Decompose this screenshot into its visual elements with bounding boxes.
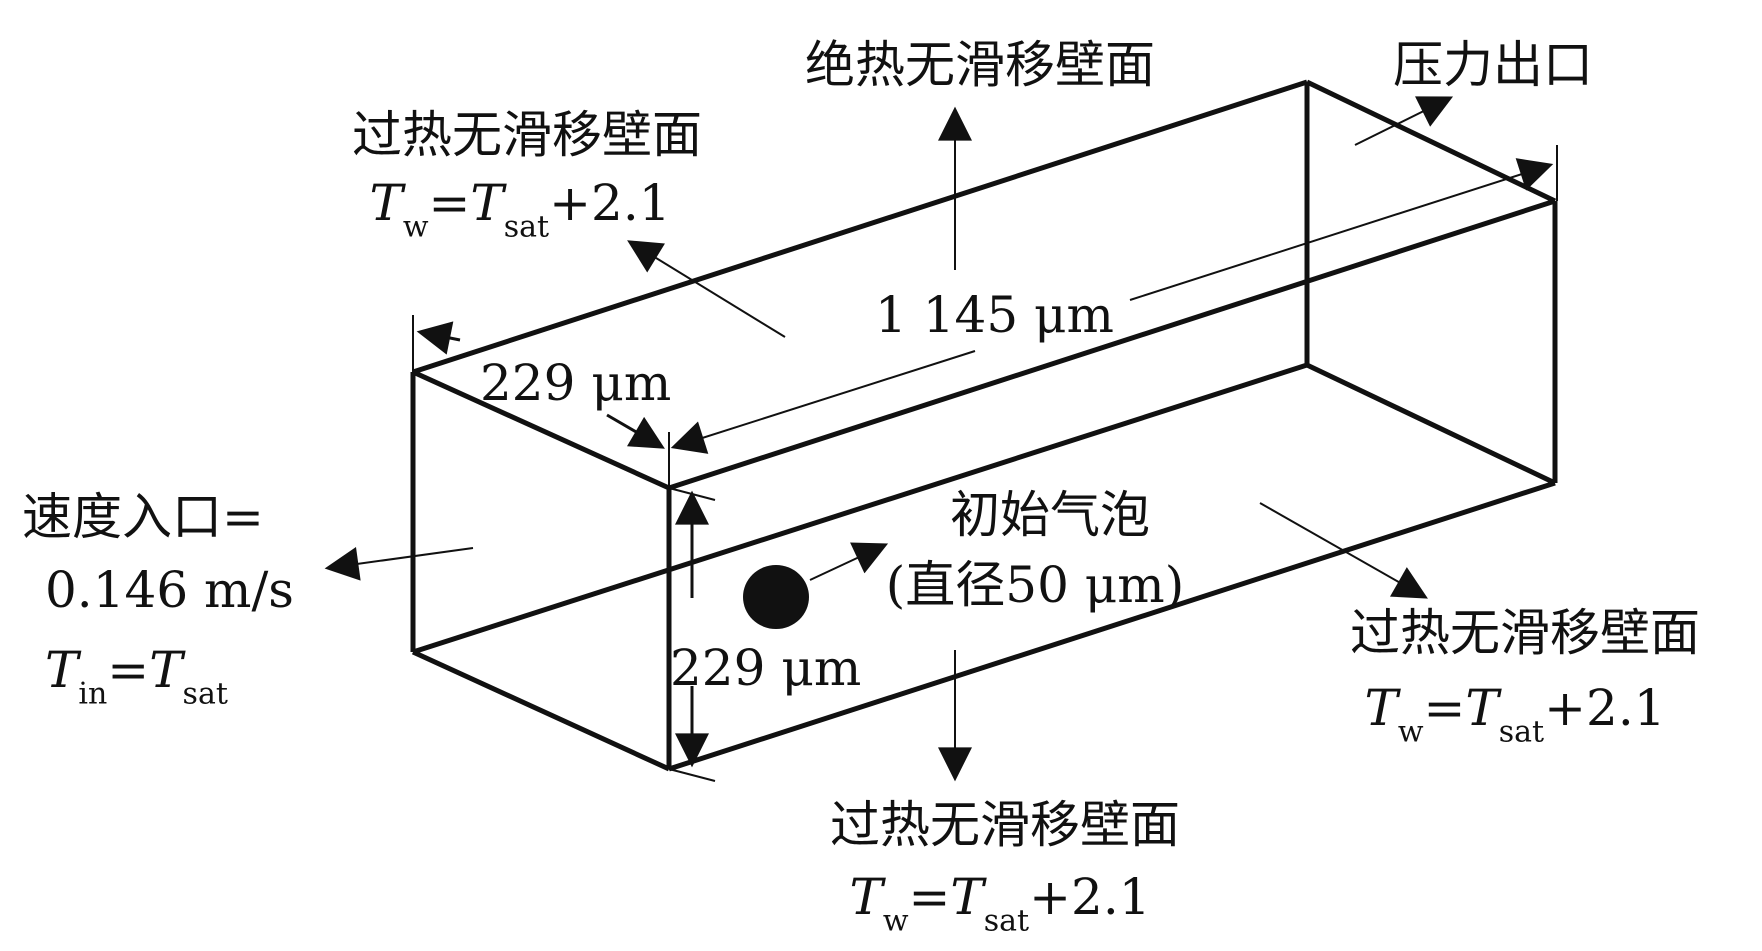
side-wall-left-equation: Tw=Tsat+2.1: [369, 174, 671, 245]
inlet-equation: Tin=Tsat: [45, 641, 228, 712]
side-wall-left-title: 过热无滑移壁面: [352, 106, 702, 164]
outlet-label: 压力出口: [1393, 36, 1593, 94]
inlet-line1: 速度入口=: [22, 488, 264, 546]
box-edge-bottom-front-long: [668, 480, 1556, 772]
dim-width-label: 229 μm: [480, 354, 672, 412]
dim-width-arrow-2: [606, 413, 665, 449]
arrow-bubble: [809, 542, 889, 581]
box-edge-top-front-short: [411, 369, 671, 491]
dim-height-tick-bottom: [668, 768, 716, 782]
inlet-line2: 0.146 m/s: [45, 561, 294, 619]
bubble-label-line2: (直径50 μm): [885, 556, 1185, 614]
dim-length-line-right: [1129, 158, 1554, 301]
dim-height-label: 229 μm: [670, 639, 862, 697]
arrow-inlet: [324, 546, 474, 581]
leader-arrows: [324, 96, 1454, 782]
box-edge-hidden-bottom-right: [1305, 362, 1557, 486]
bottom-wall-equation: Tw=Tsat+2.1: [849, 868, 1151, 939]
box-edge-top-left-long: [412, 79, 1308, 375]
top-wall-label: 绝热无滑移壁面: [805, 36, 1155, 94]
box-edge-top-right-short: [1305, 79, 1557, 204]
side-wall-right-equation: Tw=Tsat+2.1: [1364, 679, 1666, 750]
channel-box: [410, 79, 1558, 772]
dim-length-line-left: [670, 350, 976, 454]
dimension-lines: [412, 145, 1558, 782]
dim-length-label: 1 145 μm: [875, 286, 1114, 344]
box-edge-hidden-bottom-long: [412, 362, 1308, 655]
initial-bubble: [743, 565, 809, 629]
arrow-outlet: [1354, 96, 1454, 146]
arrow-side-wall-right: [1259, 502, 1428, 599]
box-edge-bottom-front-short: [411, 649, 671, 772]
side-wall-right-title: 过热无滑移壁面: [1350, 604, 1700, 662]
box-edge-top-front-long: [668, 198, 1556, 491]
bottom-wall-title: 过热无滑移壁面: [830, 796, 1180, 854]
dim-width-arrow-1: [416, 321, 461, 355]
bubble-label-line1: 初始气泡: [950, 486, 1150, 544]
arrow-side-wall-left: [627, 240, 786, 338]
